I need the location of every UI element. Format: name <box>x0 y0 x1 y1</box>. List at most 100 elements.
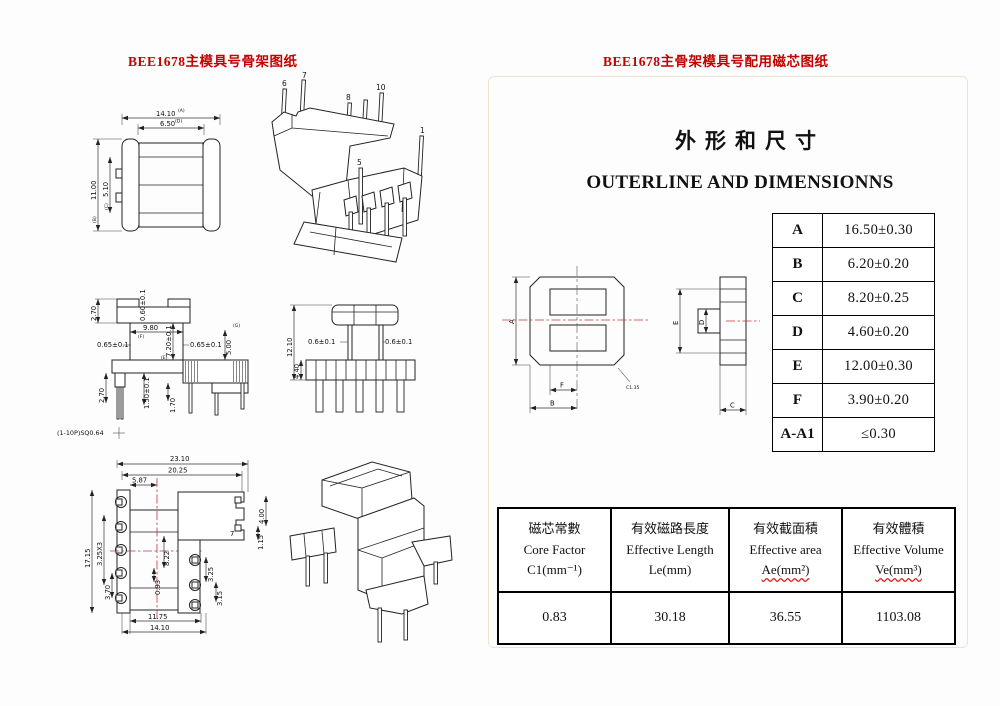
pin-number: 5 <box>357 158 362 167</box>
core-dim-a: A <box>508 319 516 324</box>
dim-label: 6.50 <box>160 120 175 128</box>
drawing-front-view: 14.10 (A) 6.50 (D) 11.00 (B) 5.10 (C) <box>90 108 221 232</box>
core-front-view: A F B C1.35 <box>502 266 648 413</box>
drawing-isometric-bottom <box>289 461 453 643</box>
dim-label: 4.40 <box>293 364 301 379</box>
dim-key: C <box>772 281 823 316</box>
dim-ref: (E) <box>161 355 168 361</box>
dim-label: 0.6±0.1 <box>385 338 412 346</box>
dim-label: 3.15 <box>216 591 224 606</box>
table-row: A-A1≤0.30 <box>772 417 935 452</box>
spec-header-cn: 磁芯常數 <box>528 520 581 536</box>
dim-label: 3.25X3 <box>96 542 104 566</box>
pin-size-note: (1-10P)SQ0.64 <box>57 429 104 437</box>
spec-header-en: Effective Volume <box>853 541 944 557</box>
dim-value: ≤0.30 <box>822 417 935 452</box>
dim-label: 0.93 <box>154 580 162 595</box>
core-dim-e: E <box>672 321 680 325</box>
dim-value: 4.60±0.20 <box>822 315 935 350</box>
core-dim-b: B <box>550 400 555 408</box>
chamfer-note: C1.35 <box>626 385 640 391</box>
drawing-section-view: 2.70 0.60±0.1 9.80 (F) 0.65±0.1 0.65±0.1… <box>57 289 249 439</box>
dim-label: 0.6±0.1 <box>308 338 335 346</box>
dim-key: A-A1 <box>772 417 823 452</box>
dim-label: 20.25 <box>168 467 187 475</box>
dim-ref: (G) <box>233 323 240 329</box>
dim-ref: (A) <box>178 108 185 114</box>
table-value-row: 0.83 30.18 36.55 1103.08 <box>497 591 956 645</box>
spec-header-unit: Ve(mm³) <box>875 562 922 578</box>
dim-label: 11.00 <box>90 181 98 200</box>
drawing-side-view: 12.10 0.6±0.1 0.6±0.1 4.40 <box>286 304 416 413</box>
dim-label: 9.80 <box>143 324 158 332</box>
dim-label: 8.22 <box>163 551 171 566</box>
core-dim-d: D <box>698 320 706 325</box>
spec-header-unit: C1(mm⁻¹) <box>527 562 582 578</box>
dim-label: 2.70 <box>90 306 98 321</box>
core-characteristics-table: 磁芯常數 Core Factor C1(mm⁻¹) 有效磁路長度 Effecti… <box>497 507 956 645</box>
pin-number: 7 <box>230 530 234 538</box>
spec-value: 1103.08 <box>841 591 956 645</box>
dim-label: 5.10 <box>102 182 110 197</box>
dim-label: 3.25 <box>207 567 215 582</box>
spec-header: 有效磁路長度 Effective Length Le(mm) <box>610 507 730 593</box>
spec-value: 0.83 <box>497 591 612 645</box>
spec-header-cn: 有效體積 <box>872 520 925 536</box>
drawing-top-view: 23.10 20.25 5.87 17.15 3.25X3 3.70 8.22 … <box>84 455 269 635</box>
spec-header-cn: 有效截面積 <box>752 520 818 536</box>
dim-label: 11.75 <box>148 613 167 621</box>
panel-heading-en: OUTERLINE AND DIMENSIONNS <box>586 172 894 193</box>
spec-header-unit: Le(mm) <box>648 562 692 578</box>
drawing-isometric-top: 6 7 8 10 1 5 <box>271 71 425 263</box>
spec-value: 36.55 <box>728 591 843 645</box>
spec-header-en: Core Factor <box>523 541 586 557</box>
spec-header: 磁芯常數 Core Factor C1(mm⁻¹) <box>497 507 612 593</box>
core-dim-f: F <box>560 382 564 390</box>
dim-label: 7.20±0.1 <box>165 325 173 357</box>
dim-value: 8.20±0.25 <box>822 281 935 316</box>
spec-header: 有效截面積 Effective area Ae(mm²) <box>728 507 843 593</box>
right-sheet-title: BEE1678主骨架模具号配用磁芯图纸 <box>603 54 829 69</box>
pin-number: 10 <box>376 83 386 92</box>
dim-label: 5.87 <box>132 477 147 485</box>
dim-value: 16.50±0.30 <box>822 213 935 248</box>
dim-label: 3.70 <box>104 585 112 600</box>
core-side-view: E D C <box>672 276 760 415</box>
dim-key: F <box>772 383 823 418</box>
dim-ref: (B) <box>92 216 98 223</box>
table-header-row: 磁芯常數 Core Factor C1(mm⁻¹) 有效磁路長度 Effecti… <box>497 507 956 593</box>
dim-label: 1.15 <box>257 535 265 550</box>
panel-heading-cn: 外形和尺寸 <box>675 129 825 153</box>
dim-label: 14.10 <box>150 624 169 632</box>
dim-label: 14.10 <box>156 110 175 118</box>
dim-key: D <box>772 315 823 350</box>
dim-label: 0.60±0.1 <box>139 289 147 321</box>
dim-value: 12.00±0.30 <box>822 349 935 384</box>
spec-header-cn: 有效磁路長度 <box>630 520 709 536</box>
dim-key: A <box>772 213 823 248</box>
dim-label: 23.10 <box>170 455 189 463</box>
spec-value: 30.18 <box>610 591 730 645</box>
dim-label: 1.70 <box>169 398 177 413</box>
dim-ref: (C) <box>104 203 110 210</box>
pin-number: 7 <box>302 71 307 80</box>
left-sheet-title: BEE1678主模具号骨架图纸 <box>128 54 298 69</box>
dim-label: 2.70 <box>98 388 106 403</box>
dim-key: E <box>772 349 823 384</box>
spec-header-en: Effective Length <box>626 541 714 557</box>
core-spec-panel <box>488 76 968 648</box>
dim-value: 6.20±0.20 <box>822 247 935 282</box>
dim-label: 1.50±0.1 <box>143 377 151 409</box>
spec-header: 有效體積 Effective Volume Ve(mm³) <box>841 507 956 593</box>
pin-number: 1 <box>420 126 425 135</box>
dim-key: B <box>772 247 823 282</box>
dim-label: 5.00 <box>225 340 233 355</box>
dim-label: 17.15 <box>84 549 92 568</box>
dim-label: 12.10 <box>286 338 294 357</box>
